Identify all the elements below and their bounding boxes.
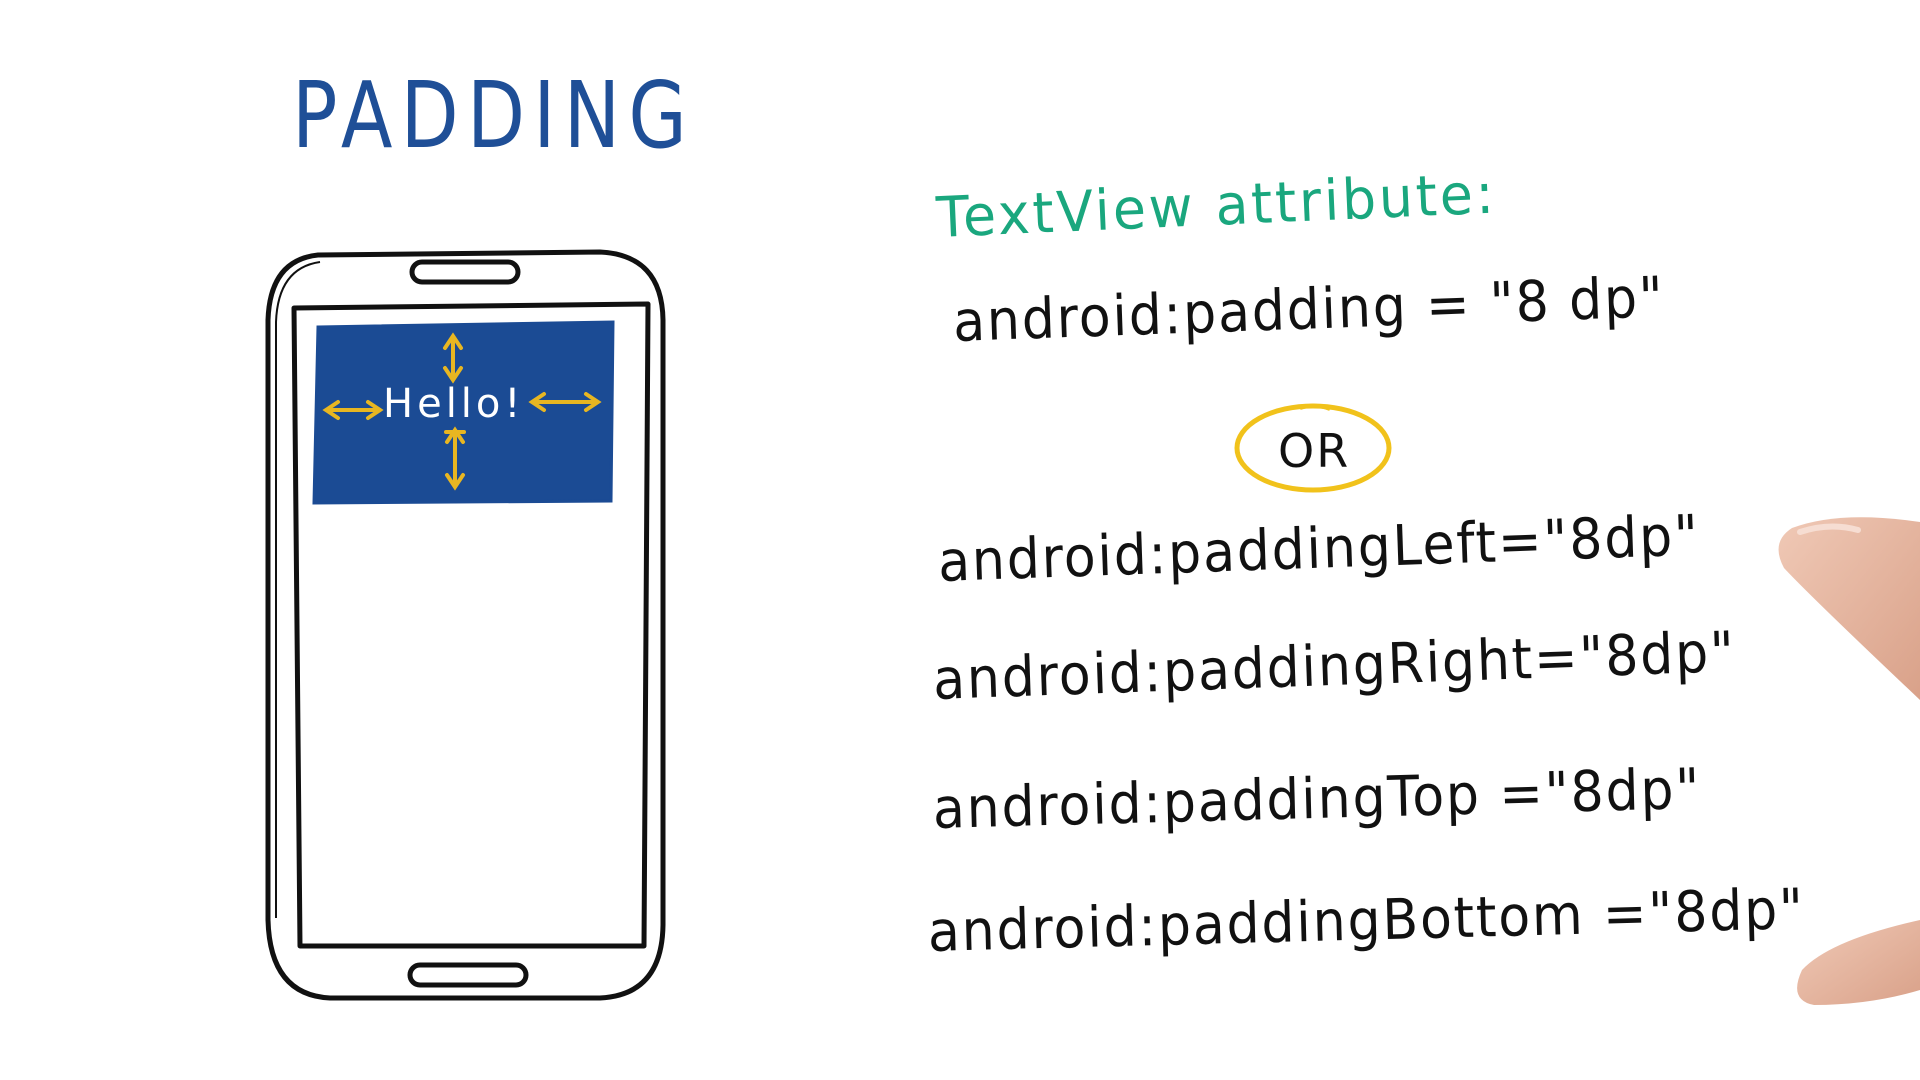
phone-outline — [265, 249, 666, 1001]
arrow-up-down-top — [443, 332, 463, 384]
or-label: OR — [1278, 424, 1351, 478]
padding-left-attribute: android:paddingLeft="8dp" — [937, 503, 1701, 595]
page-title: PADDING — [292, 62, 696, 169]
presenter-fingers — [1778, 517, 1920, 1005]
or-circle — [1234, 403, 1392, 493]
textview-box — [312, 320, 615, 505]
arrow-left-right-right — [528, 392, 602, 412]
padding-top-attribute: android:paddingTop ="8dp" — [932, 756, 1702, 842]
padding-right-attribute: android:paddingRight="8dp" — [932, 619, 1737, 713]
finger-lower — [1797, 920, 1920, 1005]
finger-upper — [1778, 517, 1920, 700]
phone-illustration — [265, 249, 666, 1001]
padding-bottom-attribute: android:paddingBottom ="8dp" — [927, 877, 1806, 965]
padding-attribute: android:padding = "8 dp" — [952, 265, 1666, 355]
arrow-up-down-bottom — [444, 426, 466, 491]
phone-home-button — [407, 962, 529, 988]
hello-text: Hello! — [383, 381, 525, 427]
phone-speaker — [409, 259, 521, 285]
attribute-heading: TextView attribute: — [935, 161, 1499, 251]
phone-screen — [291, 301, 651, 949]
arrow-left-right-left — [322, 400, 384, 420]
